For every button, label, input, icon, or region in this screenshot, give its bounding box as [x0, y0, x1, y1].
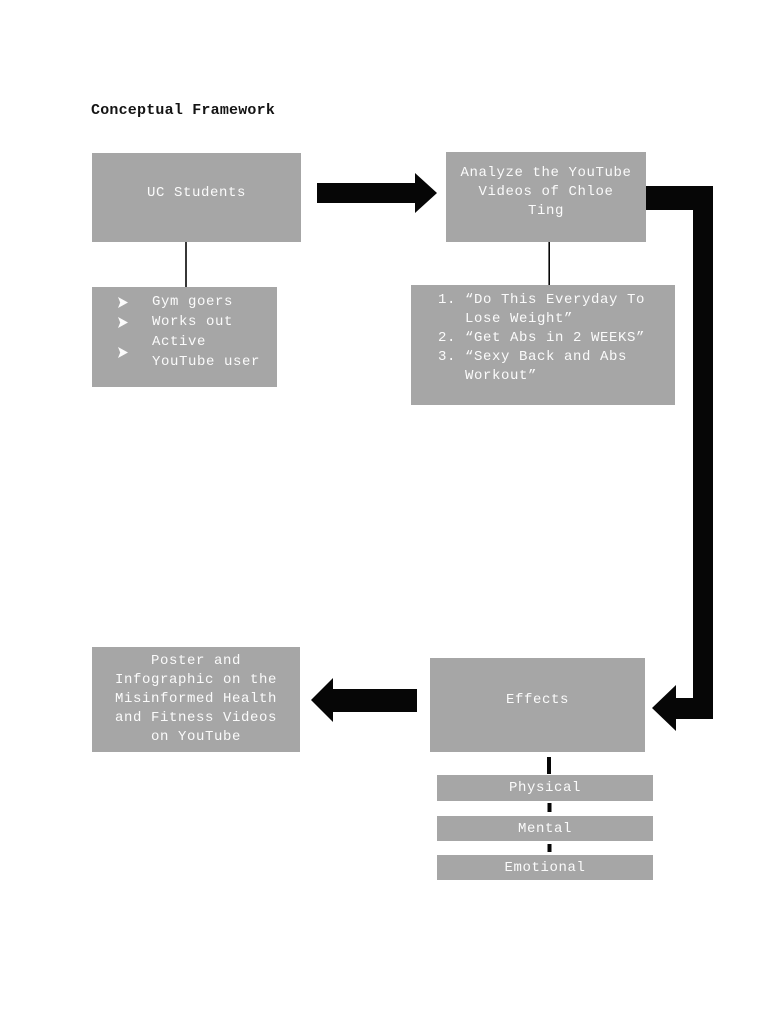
connector-uc-to-traits-line — [185, 242, 187, 287]
list-item: Gym goers — [118, 292, 269, 312]
node-analyze-videos: Analyze the YouTube Videos of Chloe Ting — [446, 152, 646, 242]
trait-label: Active YouTube user — [152, 334, 261, 370]
list-item: Works out — [118, 312, 269, 332]
node-poster-output: Poster and Infographic on the Misinforme… — [92, 647, 300, 752]
node-uc-students: UC Students — [92, 153, 301, 242]
trait-label: Gym goers — [152, 294, 234, 310]
video-title: “Get Abs in 2 WEEKS” — [465, 330, 646, 346]
node-effect-mental: Mental — [437, 816, 653, 841]
connector-mental-emotional-dash — [547, 844, 552, 852]
arrow-effects-to-poster — [311, 678, 417, 722]
node-uc-students-label: UC Students — [146, 185, 246, 201]
effect-label: Mental — [517, 820, 572, 837]
arrowhead-bullet-icon — [118, 317, 128, 328]
node-effects: Effects — [430, 658, 645, 752]
bullet-cell — [118, 312, 152, 332]
effect-label: Physical — [508, 780, 581, 796]
connector-physical-mental-dash — [547, 803, 552, 812]
trait-label: Works out — [152, 314, 234, 330]
list-item: 2. “Get Abs in 2 WEEKS” — [438, 329, 673, 348]
bullet-cell — [118, 332, 152, 372]
node-video-titles: 1. “Do This Everyday To Lose Weight” 2. … — [411, 285, 675, 405]
connector-analyze-to-videos-line — [548, 242, 550, 285]
node-uc-student-traits: Gym goers Works out Active YouTube user — [92, 287, 277, 387]
list-item: Active YouTube user — [118, 332, 269, 372]
node-effect-emotional: Emotional — [437, 855, 653, 880]
list-number: 1. — [438, 292, 457, 308]
bullet-cell — [118, 292, 152, 312]
arrow-uc-to-analyze — [317, 173, 437, 213]
arrowhead-bullet-icon — [118, 347, 128, 358]
connector-effects-physical-dash — [547, 757, 551, 774]
video-title: “Sexy Back and Abs Workout” — [465, 349, 628, 384]
page-title: Conceptual Framework — [91, 102, 276, 120]
arrowhead-bullet-icon — [118, 297, 128, 308]
node-effects-label: Effects — [505, 692, 569, 708]
effect-label: Emotional — [504, 859, 586, 876]
arrow-analyze-to-effects-elbow — [646, 186, 713, 731]
node-analyze-label: Analyze the YouTube Videos of Chloe Ting — [460, 164, 632, 219]
list-item: 3. “Sexy Back and Abs Workout” — [438, 348, 673, 386]
list-item: 1. “Do This Everyday To Lose Weight” — [438, 291, 673, 329]
list-number: 3. — [438, 349, 457, 365]
video-title: “Do This Everyday To Lose Weight” — [465, 292, 646, 327]
node-poster-label: Poster and Infographic on the Misinforme… — [114, 653, 278, 745]
node-effect-physical: Physical — [437, 775, 653, 801]
list-number: 2. — [438, 330, 457, 346]
